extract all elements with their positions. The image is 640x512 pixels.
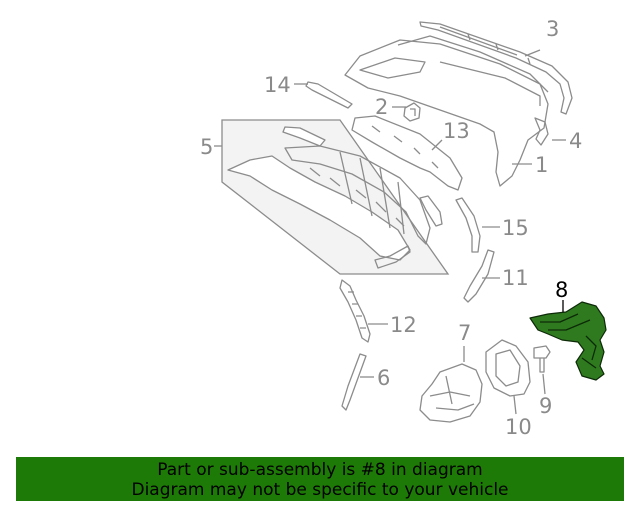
callout-1: 1 — [535, 153, 548, 177]
part-7-housing[interactable] — [419, 363, 483, 423]
part-9-fastener[interactable] — [533, 345, 551, 373]
part-8-highlighted-bracket[interactable] — [529, 301, 607, 381]
part-15-trim[interactable] — [455, 197, 481, 253]
callout-13: 13 — [443, 119, 470, 143]
callout-12: 12 — [390, 313, 417, 337]
callout-15: 15 — [502, 216, 529, 240]
callout-7: 7 — [458, 321, 471, 345]
part-6-trim[interactable] — [341, 353, 367, 411]
callout-14: 14 — [264, 73, 291, 97]
callout-6: 6 — [377, 366, 390, 390]
part-5-diffuser-box[interactable] — [221, 119, 450, 275]
callout-5: 5 — [200, 135, 213, 159]
callout-10: 10 — [505, 415, 532, 439]
part-2-clip[interactable] — [403, 102, 421, 122]
part-12-bracket[interactable] — [339, 279, 371, 343]
callout-4: 4 — [569, 129, 582, 153]
info-banner: Part or sub-assembly is #8 in diagram Di… — [16, 457, 624, 501]
callout-2: 2 — [375, 95, 388, 119]
callout-8-highlighted: 8 — [555, 278, 568, 302]
parts-diagram: 3 4 1 2 14 13 5 15 11 12 6 7 8 9 10 — [200, 17, 607, 439]
part-3-trim-strip[interactable] — [419, 21, 573, 115]
part-1-bumper-cover[interactable] — [344, 35, 549, 187]
callout-3: 3 — [546, 17, 559, 41]
part-13-bracket[interactable] — [351, 115, 463, 191]
part-4-bracket[interactable] — [534, 117, 549, 146]
banner-line-2: Diagram may not be specific to your vehi… — [131, 480, 509, 500]
part-14-strip[interactable] — [305, 81, 353, 109]
banner-line-1: Part or sub-assembly is #8 in diagram — [157, 460, 483, 480]
part-11-trim[interactable] — [463, 249, 495, 303]
part-10-panel[interactable] — [485, 339, 531, 397]
callout-9: 9 — [539, 394, 552, 418]
leader-lines — [214, 49, 566, 415]
callout-11: 11 — [502, 266, 529, 290]
